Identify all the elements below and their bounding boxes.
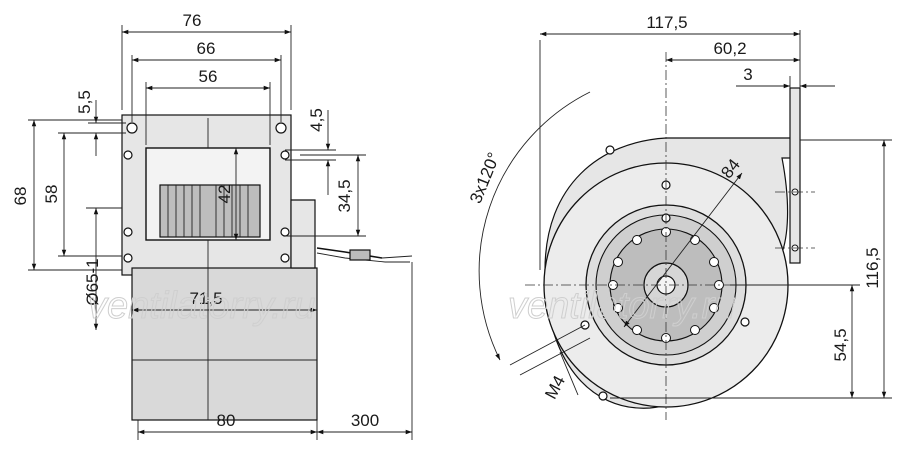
dim-diameter-65: Ø65-1 <box>83 258 102 305</box>
mount-hole-tl <box>126 122 138 134</box>
mount-hole-bl <box>123 227 133 237</box>
mount-hole-bbl <box>123 253 133 263</box>
dim-5-5: 5,5 <box>75 90 94 114</box>
mount-hole-ml <box>123 150 133 160</box>
motor-housing <box>131 267 318 421</box>
mount-hole-mr <box>280 150 290 160</box>
right-view: 3x120° 84 M4 117,5 60,2 3 116,5 54,5 <box>466 13 892 420</box>
dim-76: 76 <box>183 11 202 30</box>
dim-34-5: 34,5 <box>335 179 354 212</box>
dim-4-5: 4,5 <box>307 108 326 132</box>
mount-hole-br <box>280 227 290 237</box>
dim-42: 42 <box>215 185 234 204</box>
impeller-cylinder <box>159 184 261 238</box>
watermark-left: ventilatorry.ru <box>88 285 315 327</box>
dim-66: 66 <box>197 39 216 58</box>
dim-300: 300 <box>351 411 379 430</box>
dim-71-5: 71,5 <box>189 289 222 308</box>
m4-hole-top <box>605 145 615 155</box>
dim-60-2: 60,2 <box>713 39 746 58</box>
dim-116-5: 116,5 <box>863 247 882 288</box>
dim-56: 56 <box>199 67 218 86</box>
dim-117-5: 117,5 <box>646 13 687 32</box>
dim-3x120: 3x120° <box>466 150 504 206</box>
side-flange <box>789 87 801 264</box>
m4-hole-right <box>740 317 750 327</box>
mount-hole-tr <box>275 122 287 134</box>
dim-68: 68 <box>11 187 30 206</box>
mount-hole-bbr <box>280 253 290 263</box>
dim-3: 3 <box>743 65 752 84</box>
left-view: 76 66 56 5,5 68 58 Ø65-1 42 <box>11 11 413 440</box>
dim-54-5: 54,5 <box>831 328 850 361</box>
dim-58: 58 <box>42 185 61 204</box>
m4-hole-bottom <box>598 391 608 401</box>
dim-m4: M4 <box>541 373 569 403</box>
watermark-right: ventilatorry.ru <box>508 285 735 327</box>
dim-80: 80 <box>217 411 236 430</box>
